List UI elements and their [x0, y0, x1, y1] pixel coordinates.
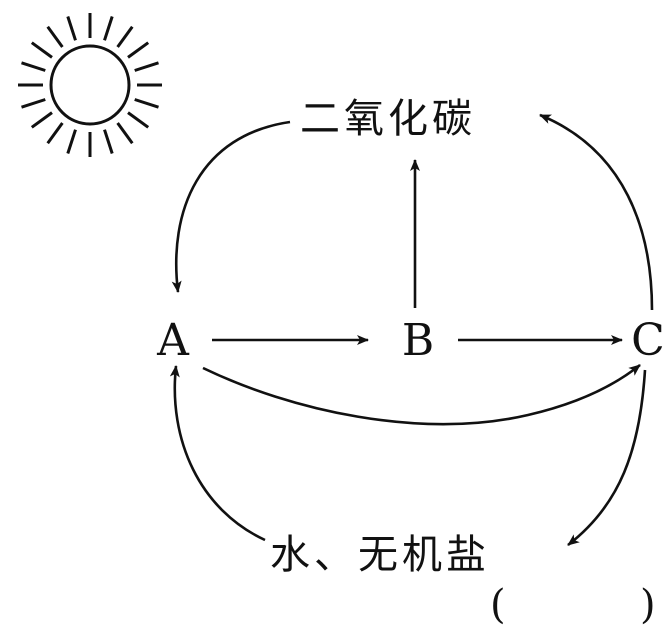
sun-icon [18, 13, 162, 157]
sun-ray [21, 61, 46, 72]
sun-ray [30, 41, 53, 59]
sun-ray [21, 98, 46, 109]
arrow-c-to-minerals [567, 369, 647, 547]
node-c-label: C [631, 315, 665, 366]
sun-ray [66, 129, 77, 154]
answer-blank-open: ( [490, 582, 506, 628]
node-a-label: A [156, 315, 190, 366]
sun-ray [127, 41, 150, 59]
sun-ray [66, 16, 77, 41]
arrow-a-to-c [202, 363, 641, 426]
arrow-co2-to-a [171, 120, 291, 293]
sun-rays [18, 13, 162, 157]
answer-blank-close: ) [640, 582, 656, 628]
sun-ray [134, 98, 159, 109]
sun-ray [116, 122, 134, 145]
arrow-c-to-co2 [539, 113, 654, 311]
sun-ray [46, 25, 64, 48]
sun-ray [46, 122, 64, 145]
sun-ray [103, 129, 114, 154]
arrow-minerals-to-a [169, 365, 266, 542]
sun-ray [30, 111, 53, 129]
sun-ray [116, 25, 134, 48]
sun-ray [103, 16, 114, 41]
co2-label: 二氧化碳 [300, 96, 476, 142]
node-b-label: B [402, 315, 434, 366]
sun-ray [127, 111, 150, 129]
water-minerals-label: 水、无机盐 [270, 532, 490, 578]
sun-ray [134, 61, 159, 72]
